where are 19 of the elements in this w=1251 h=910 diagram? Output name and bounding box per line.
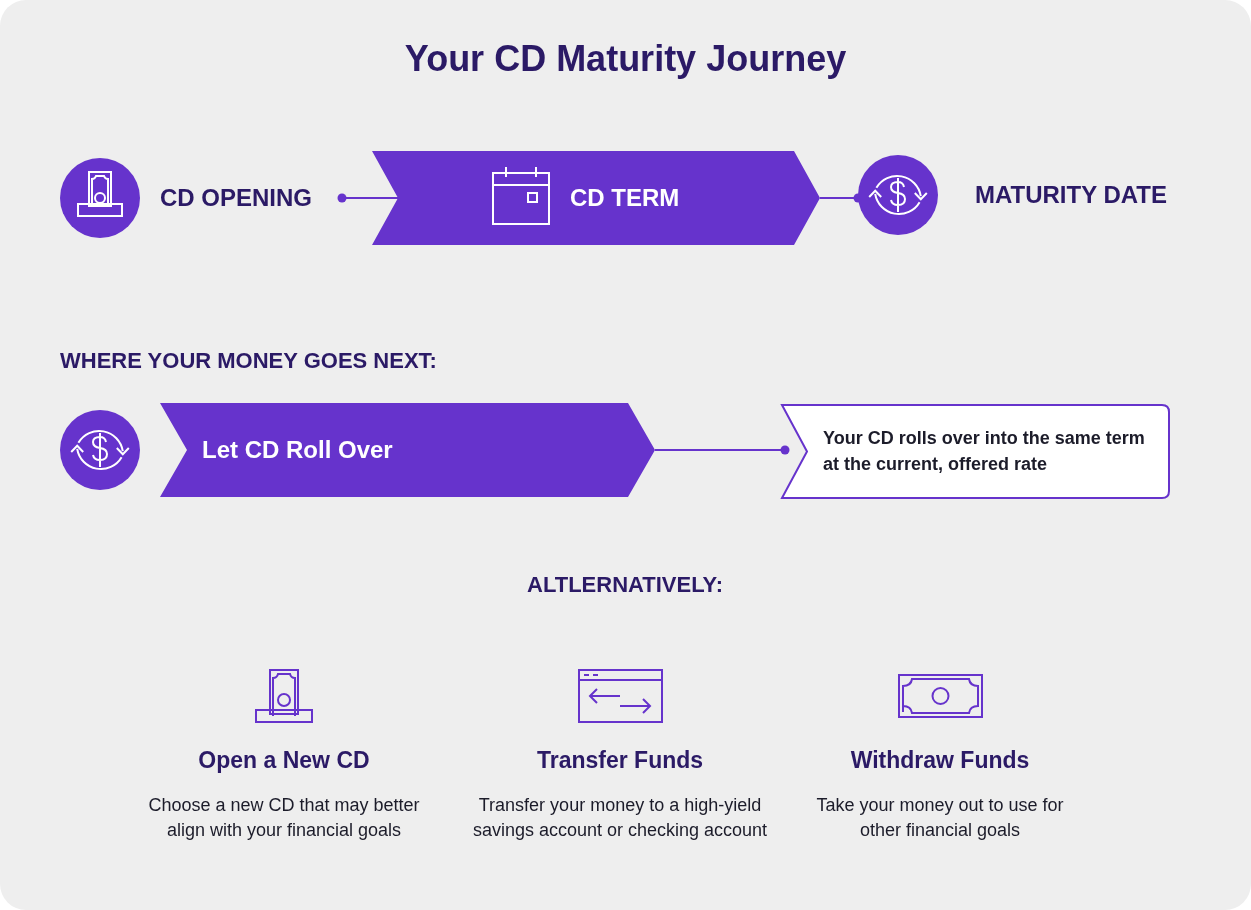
option-title: Withdraw Funds (849, 748, 1031, 773)
callout-box (781, 404, 1170, 499)
connector-line (337, 193, 399, 203)
section-heading: ALTLERNATIVELY: (526, 572, 724, 597)
option-description: Transfer your money to a high-yield savings account or checking account (471, 794, 769, 842)
chevron-banner (372, 151, 820, 245)
option-title: Open a New CD (197, 748, 371, 773)
chevron-banner (160, 403, 655, 497)
option-description: Choose a new CD that may better align with your financial goals (147, 794, 421, 842)
option-description: Take your money out to use for other financial goals (815, 794, 1065, 842)
milestone-label: MATURITY DATE (975, 180, 1167, 210)
callout-text: Your CD rolls over into the same term at the current, offered rate (823, 427, 1146, 476)
connector-line (654, 445, 790, 455)
banner-label: CD TERM (570, 183, 680, 213)
banner-label: Let CD Roll Over (202, 435, 393, 465)
section-heading: WHERE YOUR MONEY GOES NEXT: (60, 348, 438, 373)
milestone-label: CD OPENING (160, 183, 312, 213)
diagram-title: Your CD Maturity Journey (403, 38, 848, 80)
option-title: Transfer Funds (535, 748, 705, 773)
